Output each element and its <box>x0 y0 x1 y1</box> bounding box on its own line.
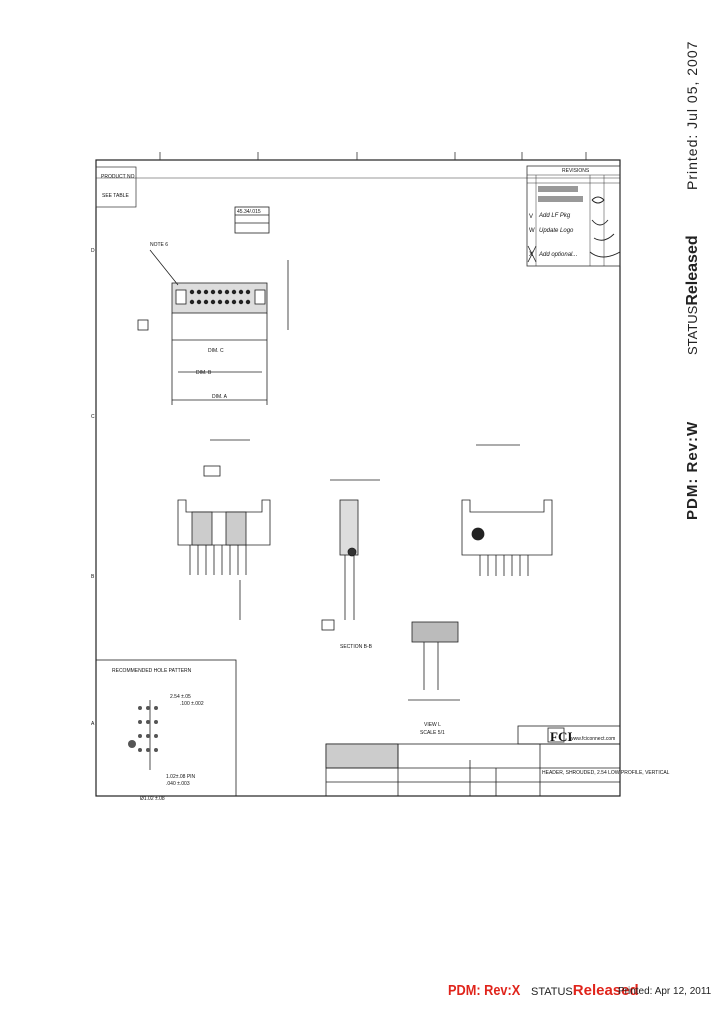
revision-x: Add optional... <box>538 252 577 258</box>
spec-dim-2: .100 ±.002 <box>180 701 204 707</box>
dim-b-label: DIM. B <box>196 370 212 376</box>
detail-view <box>408 621 460 701</box>
footer-status-value: Released <box>572 982 639 999</box>
title-block <box>325 725 621 797</box>
revision-w: Update Logo <box>539 228 574 234</box>
side-pdm-rev: PDM: Rev:W <box>684 420 701 520</box>
side-status-label: STATUS <box>685 305 700 355</box>
front-view <box>177 439 271 620</box>
footer-status: STATUSReleased <box>531 982 639 999</box>
section-label: SECTION B-B <box>340 644 373 650</box>
spec-dim-1: 2.54 ±.05 <box>170 694 191 700</box>
revision-v: Add LF Pkg <box>538 213 571 219</box>
svg-text:X: X <box>529 252 533 258</box>
right-view <box>461 444 553 576</box>
product-no-value: SEE TABLE <box>102 193 129 199</box>
svg-text:45.34/.015: 45.34/.015 <box>237 209 261 215</box>
product-no-label: PRODUCT NO <box>101 174 135 180</box>
fci-logo: FCI <box>550 729 572 744</box>
revisions-title: REVISIONS <box>562 168 590 174</box>
spec-dim-4: .040 ±.003 <box>166 781 190 787</box>
side-status: STATUSReleased <box>684 235 702 355</box>
dim-c-label: DIM. C <box>208 348 224 354</box>
dim-a-label: DIM. A <box>212 394 228 400</box>
website: www.fciconnect.com <box>570 736 615 742</box>
title-text: HEADER, SHROUDED, 2.54 LOW PROFILE, VERT… <box>542 770 670 776</box>
spec-dim-3: 1.02±.08 PIN <box>166 774 196 780</box>
scale-label: SCALE 5/1 <box>420 730 445 736</box>
side-status-value: Released <box>684 235 701 306</box>
note-6-label: NOTE 6 <box>150 242 168 248</box>
svg-text:W: W <box>529 228 535 234</box>
side-view <box>321 479 380 631</box>
footer-pdm-rev: PDM: Rev:X <box>448 982 521 999</box>
svg-text:C: C <box>91 414 95 420</box>
svg-text:B: B <box>91 574 95 580</box>
revision-block: REVISIONS V Add LF Pkg W Update Logo X A… <box>526 165 621 267</box>
pcb-pattern-title: RECOMMENDED HOLE PATTERN <box>112 668 192 674</box>
top-view: 45.34/.015 <box>137 206 289 405</box>
pcb-pattern-box <box>95 659 237 797</box>
spec-dim-5: Ø1.02 ±.08 <box>140 796 165 802</box>
footer-status-label: STATUS <box>531 986 573 998</box>
svg-text:V: V <box>529 214 533 220</box>
view-label: VIEW L <box>424 722 441 728</box>
svg-text:D: D <box>91 248 95 254</box>
svg-text:A: A <box>91 721 95 727</box>
footer-printed-date: Printed: Apr 12, 2011 <box>618 986 712 997</box>
side-printed-date: Printed: Jul 05, 2007 <box>684 40 700 190</box>
